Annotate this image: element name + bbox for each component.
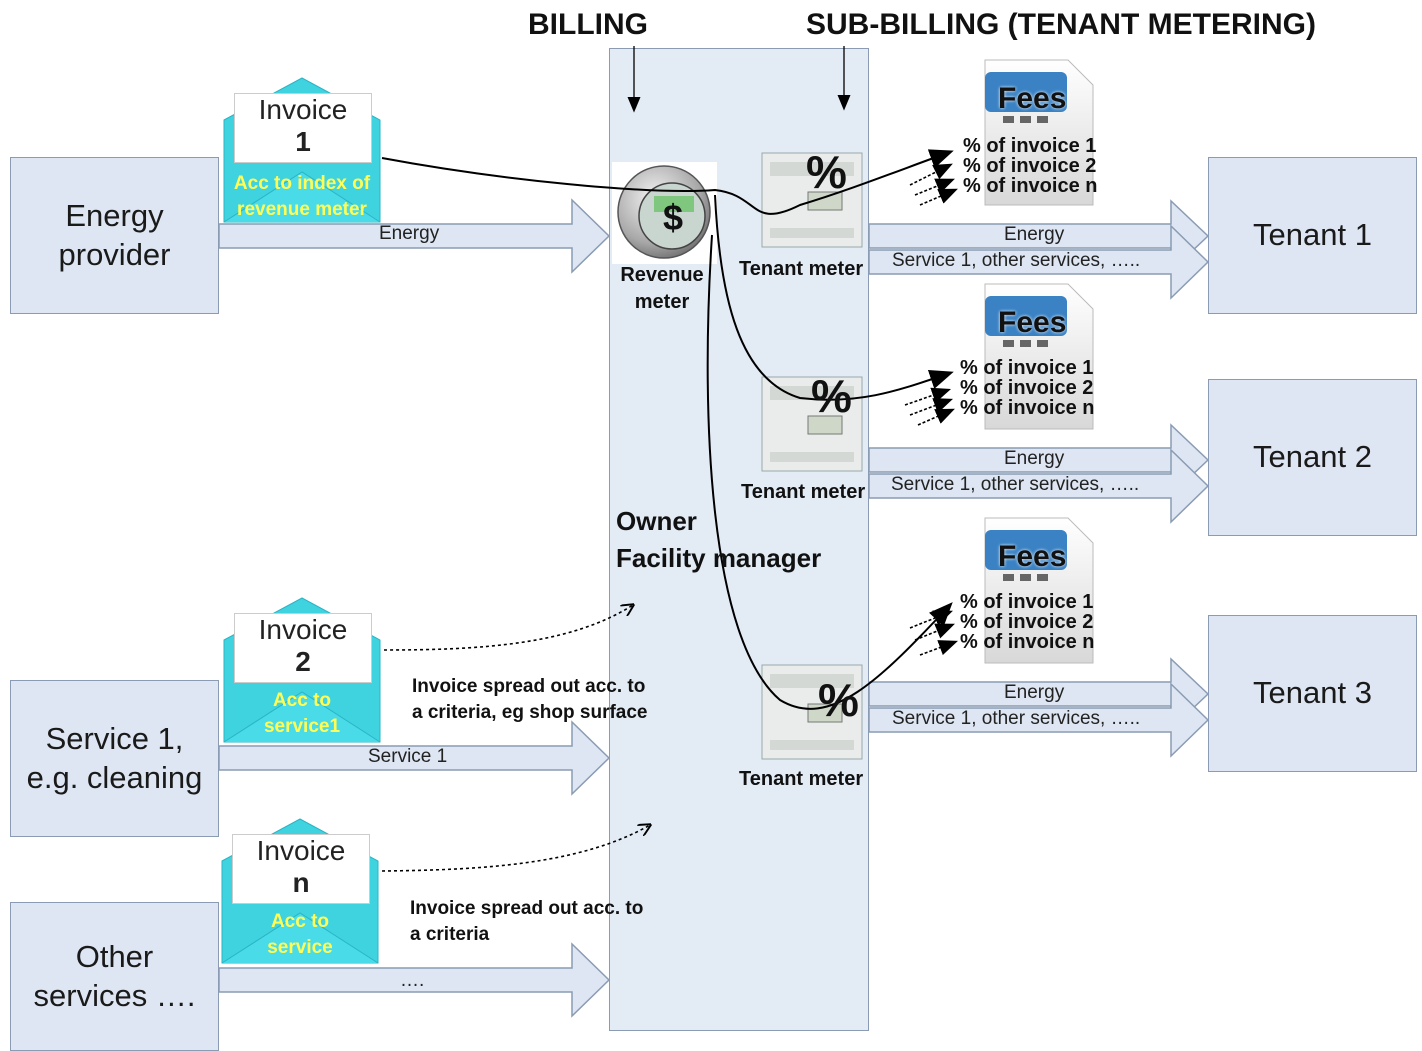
invoice-1-card: Invoice 1	[234, 93, 372, 163]
fees1-line-1: % of invoice 1	[963, 135, 1097, 157]
tenant-meter-device-2	[761, 376, 863, 472]
invoice-n-title: Invoice	[256, 835, 346, 866]
invoice-1-title: Invoice	[258, 94, 348, 125]
owner-facility-label: Owner Facility manager	[616, 506, 822, 573]
fees1-dotted-arrows	[909, 163, 958, 206]
tenant2-energy-label: Energy	[1004, 448, 1065, 469]
invoice-1-number: 1	[295, 126, 311, 158]
fees3-dotted-arrows	[909, 610, 958, 656]
energy-in-arrow	[218, 198, 611, 274]
tenant-3-label: Tenant 3	[1253, 675, 1372, 711]
other-in-arrow	[218, 942, 611, 1018]
fees3-line-3: % of invoice n	[960, 631, 1095, 653]
energy-provider-label: Energy provider	[58, 197, 171, 272]
fees2-line-2: % of invoice 2	[960, 377, 1094, 399]
energy-provider-box: Energy provider	[10, 157, 219, 314]
fees2-dotted-arrows	[904, 387, 955, 426]
tenant-2-label: Tenant 2	[1253, 439, 1372, 475]
invoice-2-card: Invoice 2	[234, 613, 372, 683]
spread-note-1: Invoice spread out acc. to a criteria, e…	[412, 676, 648, 723]
fees2-line-3: % of invoice n	[960, 397, 1095, 419]
tenant-1-box: Tenant 1	[1208, 157, 1417, 314]
other-services-box: Other services ….	[10, 902, 219, 1051]
invoice-2-number: 2	[295, 646, 311, 678]
other-in-label: ….	[400, 970, 425, 991]
fees-title-3: Fees	[998, 540, 1067, 573]
tenant-2-box: Tenant 2	[1208, 379, 1417, 536]
dollar-icon: $	[663, 197, 684, 238]
service1-in-label: Service 1	[368, 746, 448, 767]
service1-label: Service 1, e.g. cleaning	[26, 720, 203, 795]
fees1-line-3: % of invoice n	[963, 175, 1098, 197]
tenant3-flow-curve	[706, 234, 953, 710]
fees-title-1: Fees	[998, 82, 1067, 115]
tenant-3-box: Tenant 3	[1208, 615, 1417, 772]
revenue-meter-device	[612, 162, 717, 264]
fees-doc-2	[984, 283, 1094, 430]
energy-in-label: Energy	[379, 223, 440, 244]
tenant-meter-label-1: Tenant meter	[739, 258, 864, 280]
tenant3-out-arrows	[868, 657, 1210, 758]
fees-doc-3	[984, 517, 1094, 664]
fees1-line-2: % of invoice 2	[963, 155, 1097, 177]
invoice2-dotted-flow	[383, 605, 633, 651]
tenant2-out-arrows	[868, 423, 1210, 524]
tenant1-out-arrows	[868, 199, 1210, 300]
tenant2-flow-curve	[714, 194, 954, 401]
fees2-line-1: % of invoice 1	[960, 357, 1094, 379]
percent-icon-3: %	[818, 674, 859, 726]
spread-note-2: Invoice spread out acc. to a criteria	[410, 898, 644, 945]
tenant3-energy-label: Energy	[1004, 682, 1065, 703]
tenant1-energy-label: Energy	[1004, 224, 1065, 245]
revenue-meter-label: Revenue meter	[620, 264, 704, 313]
percent-icon-2: %	[811, 370, 852, 422]
fees-doc-1	[984, 59, 1094, 206]
invoicen-dotted-flow	[381, 825, 650, 872]
tenant3-services-label: Service 1, other services, …..	[892, 708, 1141, 729]
billing-header: BILLING	[528, 8, 648, 41]
tenant2-services-label: Service 1, other services, …..	[891, 474, 1140, 495]
tenant1-services-label: Service 1, other services, …..	[892, 250, 1141, 271]
tenant-1-label: Tenant 1	[1253, 217, 1372, 253]
tenant-meter-label-2: Tenant meter	[741, 481, 866, 503]
fees3-line-2: % of invoice 2	[960, 611, 1094, 633]
invoice-2-sub: Acc to service1	[263, 690, 341, 738]
invoice-n-sub: Acc to service	[267, 911, 333, 959]
sub-billing-header: SUB-BILLING (TENANT METERING)	[806, 8, 1316, 41]
tenant-meter-label-3: Tenant meter	[739, 768, 864, 790]
fees-title-2: Fees	[998, 306, 1067, 339]
fees3-line-1: % of invoice 1	[960, 591, 1094, 613]
invoice-1-sub: Acc to index of revenue meter	[233, 173, 371, 221]
invoice-n-card: Invoice n	[232, 834, 370, 904]
percent-icon-1: %	[806, 146, 847, 198]
service1-in-arrow	[218, 720, 611, 796]
invoice1-flow-curve	[381, 149, 954, 215]
invoice-n-number: n	[292, 867, 310, 899]
tenant-meter-device-1	[761, 152, 863, 248]
other-services-label: Other services ….	[33, 938, 196, 1013]
tenant-meter-device-3	[761, 664, 863, 760]
invoice-2-title: Invoice	[258, 614, 348, 645]
